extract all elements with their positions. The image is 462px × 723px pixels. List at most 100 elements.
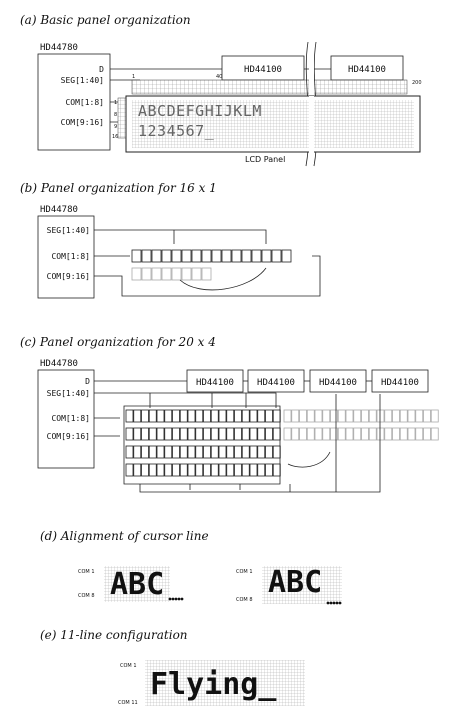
char-cell	[384, 427, 393, 441]
char-cell	[272, 463, 281, 477]
section-c-driver-3-label: HD44100	[319, 378, 357, 388]
char-cell	[148, 409, 157, 423]
section-e-text: Flying_	[150, 667, 277, 702]
section-a-seg-bus	[131, 79, 408, 95]
char-cell	[353, 427, 362, 441]
char-cell	[203, 409, 211, 423]
char-cell	[218, 445, 227, 459]
char-cell	[125, 409, 134, 423]
char-cell	[195, 463, 204, 477]
char-cell	[249, 409, 258, 423]
char-cell	[291, 427, 300, 441]
char-cell	[203, 445, 211, 459]
char-cell	[272, 427, 281, 441]
char-cell	[407, 409, 416, 423]
section-d-right-com-bottom: COM 8	[236, 597, 253, 603]
char-cell	[234, 409, 242, 423]
section-a-com-8: 8	[114, 112, 117, 118]
section-d-right-com-top: COM 1	[236, 569, 253, 575]
section-c-driver-4-label: HD44100	[381, 378, 419, 388]
char-cell	[179, 445, 188, 459]
char-cell	[392, 409, 400, 423]
char-cell	[218, 409, 227, 423]
char-cell	[164, 427, 173, 441]
char-cell	[345, 427, 354, 441]
section-a-pin-com9: COM[9:16]	[61, 118, 104, 127]
char-cell	[187, 409, 196, 423]
char-cell	[195, 409, 204, 423]
char-cell	[179, 409, 188, 423]
char-cell	[314, 409, 323, 423]
char-cell	[257, 445, 266, 459]
section-a-com-1: 1	[114, 100, 117, 106]
char-cell	[337, 409, 346, 423]
char-cell	[164, 445, 173, 459]
char-cell	[133, 445, 142, 459]
char-cell	[430, 427, 439, 441]
section-a-driver-1-label: HD44100	[244, 65, 282, 75]
char-cell	[314, 427, 323, 441]
char-cell	[368, 427, 377, 441]
section-b-pin-seg: SEG[1:40]	[47, 226, 90, 235]
section-a-pin-seg: SEG[1:40]	[61, 76, 104, 85]
char-cell	[265, 427, 273, 441]
char-cell	[265, 445, 273, 459]
char-cell	[376, 409, 385, 423]
section-e-com-bottom: COM 11	[118, 700, 138, 706]
char-cell	[172, 445, 180, 459]
section-a-lcd-row-2: 1234567_	[138, 122, 215, 140]
char-cell	[179, 463, 188, 477]
section-b-row-2	[131, 267, 212, 281]
section-c-driver-1-label: HD44100	[196, 378, 234, 388]
section-c-driver-2-label: HD44100	[257, 378, 295, 388]
section-a-driver-2-label: HD44100	[348, 65, 386, 75]
char-cell	[257, 463, 266, 477]
char-cell	[361, 427, 369, 441]
char-cell	[141, 445, 149, 459]
char-cell	[337, 427, 346, 441]
section-c-pin-com1: COM[1:8]	[51, 414, 90, 423]
char-cell	[210, 463, 219, 477]
char-cell	[181, 249, 192, 263]
char-cell	[148, 445, 157, 459]
section-c-drivers: HD44100 HD44100 HD44100 HD44100	[186, 369, 429, 393]
char-cell	[430, 409, 439, 423]
char-cell	[131, 249, 142, 263]
section-d-right-grid	[262, 566, 342, 604]
section-b-controller-box	[37, 215, 95, 299]
char-cell	[156, 445, 165, 459]
section-d-right-cursor	[326, 601, 342, 605]
section-a-pin-d: D	[99, 65, 104, 74]
section-c-pin-seg: SEG[1:40]	[47, 389, 90, 398]
section-b-pin-com9: COM[9:16]	[47, 272, 90, 281]
section-d-right-text: ABC	[268, 565, 322, 600]
char-cell	[191, 249, 202, 263]
section-b-row-1	[131, 249, 292, 263]
char-cell	[231, 249, 242, 263]
char-cell	[226, 463, 235, 477]
char-cell	[133, 463, 142, 477]
char-cell	[415, 409, 424, 423]
char-cell	[226, 445, 235, 459]
char-cell	[210, 409, 219, 423]
char-cell	[306, 409, 315, 423]
char-cell	[249, 463, 258, 477]
char-cell	[353, 409, 362, 423]
char-cell	[257, 427, 266, 441]
char-cell	[241, 445, 250, 459]
section-c-pin-d: D	[85, 377, 90, 386]
char-cell	[187, 463, 196, 477]
char-cell	[211, 249, 222, 263]
section-c-title: (c) Panel organization for 20 x 4	[20, 335, 216, 349]
char-cell	[322, 427, 331, 441]
section-b-title: (b) Panel organization for 16 x 1	[20, 181, 217, 195]
char-cell	[241, 427, 250, 441]
char-cell	[392, 427, 400, 441]
section-a-com-9: 9	[114, 124, 117, 130]
section-a-seg-start: 1	[132, 74, 135, 80]
char-cell	[171, 267, 182, 281]
char-cell	[368, 409, 377, 423]
char-cell	[141, 463, 149, 477]
char-cell	[141, 409, 149, 423]
char-cell	[322, 409, 331, 423]
